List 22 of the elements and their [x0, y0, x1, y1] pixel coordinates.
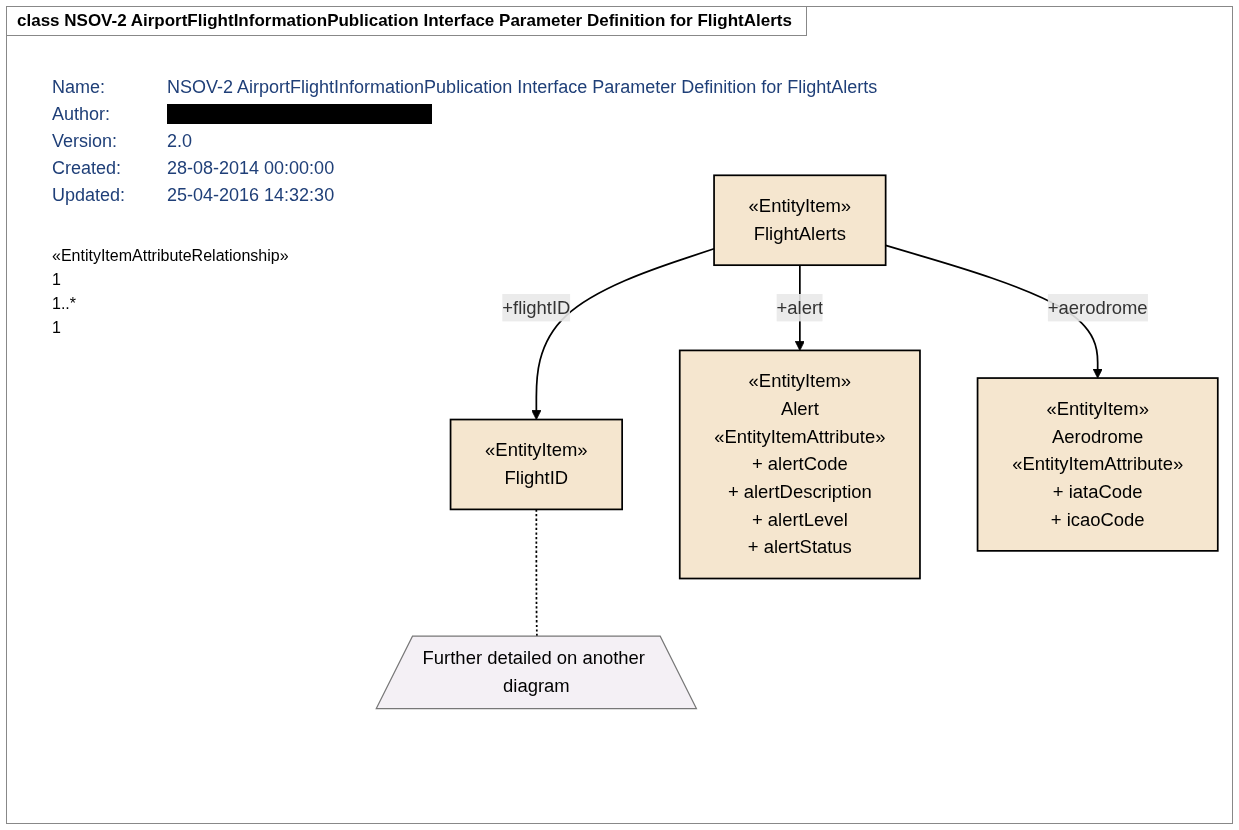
multiplicity-label: 1	[52, 271, 62, 289]
field-value: 28-08-2014 00:00:00	[167, 158, 336, 179]
field-label: Name:	[52, 77, 106, 98]
field-value: 2.0	[167, 131, 194, 152]
diagram-title: class NSOV-2 AirportFlightInformationPublication Interface Parameter Definition for FlightAlerts	[7, 7, 807, 36]
field-label: Version:	[52, 131, 119, 152]
edge-label: +flightID	[502, 297, 571, 317]
field-label: Updated:	[52, 185, 127, 206]
field-value: NSOV-2 AirportFlightInformationPublication Interface Parameter Definition for FlightAlerts	[167, 77, 878, 98]
field-value: 25-04-2016 14:32:30	[167, 185, 336, 206]
edge-label: +alert	[776, 297, 824, 317]
multiplicity-label: 1	[52, 319, 62, 337]
node-box: «EntityItem» Alert «EntityItemAttribute» + alertCode + alertDescription + alertLevel + alertStatus	[678, 349, 921, 580]
stereotype-label: «EntityItemAttributeRelationship»	[52, 247, 289, 265]
arrow	[531, 247, 715, 420]
node-box: «EntityItem» Aerodrome «EntityItemAttribute» + iataCode + icaoCode	[976, 377, 1219, 552]
node-box: «EntityItem» FlightID	[449, 418, 623, 511]
multiplicity-label: 1..*	[52, 295, 77, 313]
edge-label: +aerodrome	[1047, 297, 1148, 317]
node-box: «EntityItem» FlightAlerts	[713, 174, 887, 267]
field-label: Author:	[52, 104, 112, 125]
field-label: Created:	[52, 158, 123, 179]
